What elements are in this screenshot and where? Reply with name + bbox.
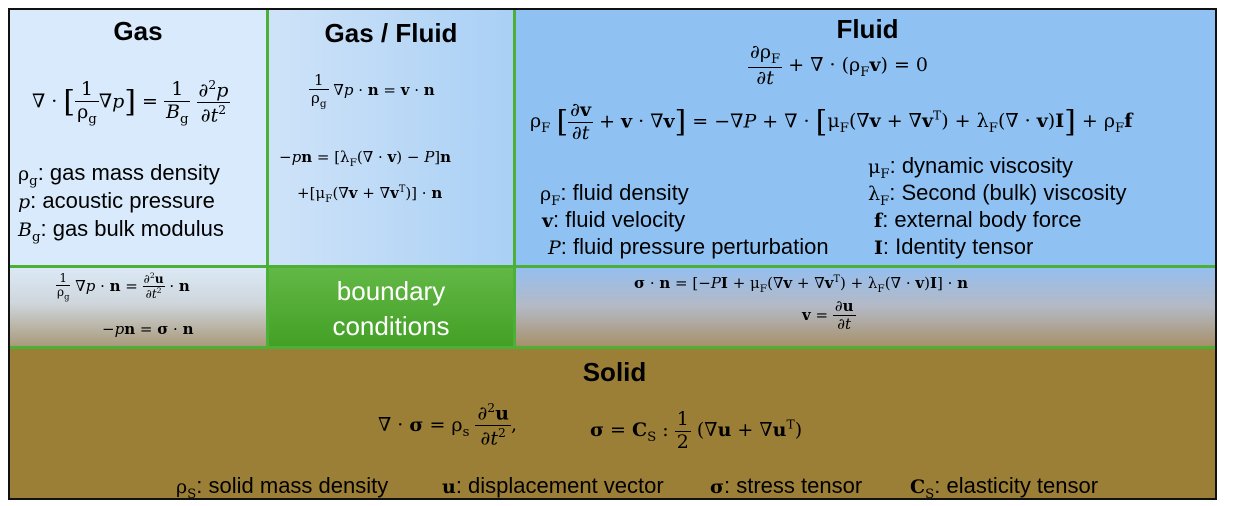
solid-momentum-equation: ∇ · σ = ρs ∂2u∂t2, [378, 401, 518, 450]
gas-fluid-eq-traction-2: +[μF(∇v + ∇vT)] · n [297, 184, 443, 205]
gas-fluid-title: Gas / Fluid [324, 18, 458, 48]
gas-legend-pressure: p: acoustic pressure [18, 188, 215, 213]
solid-legend-density: ρS: solid mass density [176, 473, 389, 500]
gas-legend-bulk-modulus: Bg: gas bulk modulus [18, 216, 224, 245]
fluid-momentum-equation: ρF [∂v∂t + v · ∇v] = −∇P + ∇ · [μF(∇v + … [530, 99, 1133, 144]
boundary-conditions-label: boundary conditions [269, 268, 513, 346]
fluid-legend-velocity: v: fluid velocity [542, 207, 686, 232]
boundary-label-line1: boundary [336, 276, 446, 306]
gas-legend-density: ρg: gas mass density [18, 160, 220, 189]
solid-title: Solid [582, 357, 647, 387]
fluid-title: Fluid [836, 14, 899, 44]
boundary-label-line2: conditions [332, 311, 450, 341]
fluid-region: Fluid ∂ρF∂t + ∇ · (ρFv) = 0 ρF [∂v∂t + v… [516, 10, 1215, 265]
divider-top-boundary [10, 265, 1215, 268]
fluid-legend-bulk-viscosity: λF: Second (bulk) viscosity [868, 180, 1127, 209]
gas-fluid-eq-traction-1: −pn = [λF(∇ · v) − P]n [279, 148, 452, 169]
fluid-legend-density: ρF: fluid density [540, 180, 689, 209]
fluid-continuity-equation: ∂ρF∂t + ∇ · (ρFv) = 0 [748, 41, 928, 90]
gas-solid-eq-traction: −pn = σ · n [102, 320, 194, 338]
solid-legend-elasticity: CS: elasticity tensor [910, 473, 1099, 500]
fluid-legend-dynamic-viscosity: μF: dynamic viscosity [868, 153, 1073, 182]
fluid-legend-body-force: f: external body force [874, 207, 1082, 232]
fluid-solid-eq-traction: σ · n = [−PI + μF(∇v + ∇vT) + λF(∇ · v)I… [634, 274, 969, 295]
divider-gasfluid-fluid [513, 10, 516, 349]
fluid-solid-boundary: σ · n = [−PI + μF(∇v + ∇vT) + λF(∇ · v)I… [516, 268, 1215, 346]
fluid-legend-pressure-perturbation: P: fluid pressure perturbation [548, 234, 829, 259]
divider-gas-gasfluid [266, 10, 269, 349]
fluid-legend-identity-tensor: I: Identity tensor [874, 234, 1034, 259]
fluid-solid-eq-velocity: v = ∂u∂t [802, 297, 856, 334]
solid-legend-stress: σ: stress tensor [710, 473, 863, 498]
solid-legend-displacement: u: displacement vector [442, 473, 664, 498]
gas-title: Gas [113, 16, 163, 46]
divider-boundary-solid [10, 346, 1215, 349]
